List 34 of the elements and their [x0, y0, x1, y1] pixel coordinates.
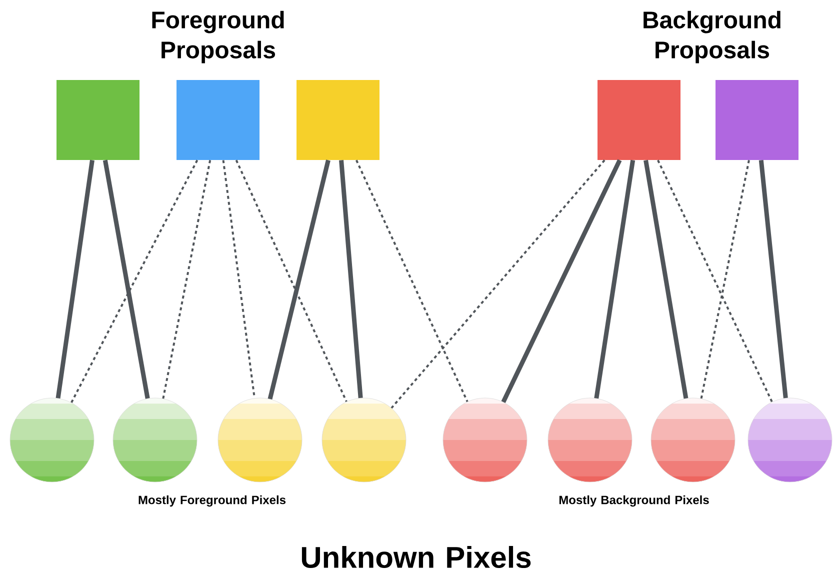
proposal-square: [56, 80, 140, 160]
connector-line: [501, 159, 622, 403]
dashed-line: [235, 160, 348, 402]
dashed-line: [390, 160, 606, 409]
pixel-circle: [650, 398, 736, 482]
proposal-square: [296, 80, 380, 160]
connector-line: [644, 160, 688, 399]
proposal-square: [176, 80, 260, 160]
dashed-line: [222, 160, 256, 398]
connector-line: [56, 160, 94, 399]
group-caption: Mostly Background Pixels: [559, 495, 709, 507]
connector-line: [594, 160, 636, 399]
group-caption: Mostly Foreground Pixels: [138, 495, 286, 507]
pixel-circle: [10, 398, 94, 482]
proposal-square: [598, 80, 680, 160]
pixel-circle: [112, 398, 198, 482]
pixel-circle: [218, 398, 302, 482]
group-caption: Unknown Pixels: [302, 546, 531, 568]
pixel-circle: [748, 398, 832, 482]
dashed-line: [700, 160, 750, 399]
dashed-line: [356, 160, 468, 402]
connector-line: [102, 160, 150, 399]
dashed-line: [657, 160, 773, 402]
group-heading: Background Proposals: [644, 10, 780, 64]
pixel-circle: [548, 398, 632, 482]
dashed-line: [162, 160, 212, 399]
pixel-circle: [442, 398, 528, 482]
connector-line: [268, 160, 330, 400]
connector-line: [339, 160, 363, 398]
group-heading: Foreground Proposals: [152, 10, 284, 64]
pixel-circle: [322, 398, 406, 482]
connector-line: [758, 160, 788, 398]
dashed-line: [70, 160, 198, 403]
proposal-square: [716, 80, 798, 160]
